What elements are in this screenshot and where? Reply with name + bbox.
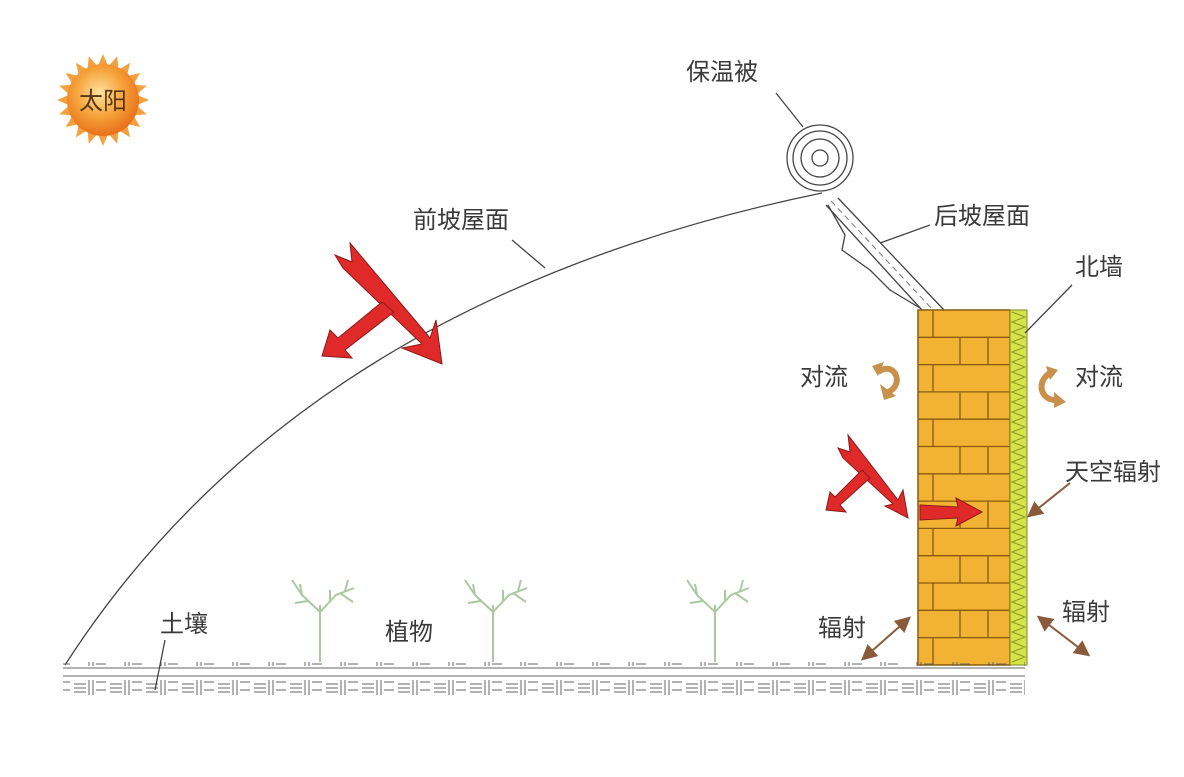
sun-ray [65,72,79,85]
sun-disc [67,64,139,136]
sun-ray [118,124,131,138]
quilt-leader [775,92,804,128]
north-wall-leader [1024,284,1073,334]
plant-icon [686,579,750,662]
convection-arrow-right-icon [1038,366,1066,408]
sun-ray [75,124,88,138]
front-roof-label: 前坡屋面 [413,206,509,234]
sun: 太阳 [57,54,149,146]
plant-icon [464,579,528,662]
sun-ray [127,72,141,85]
back-roof-leader [879,224,931,244]
soil-layer [63,662,1025,695]
plants-label: 植物 [385,618,433,646]
front-roof-curve [64,192,823,666]
radiation-right-label: 辐射 [1062,598,1110,626]
sun-ray [118,62,131,76]
convection-right-label: 对流 [1075,363,1123,391]
sun-ray [65,115,79,128]
soil-label: 土壤 [160,610,208,638]
back-roof-label: 后坡屋面 [934,202,1030,230]
sky-radiation-arrow-icon [1026,482,1071,518]
north-wall [917,309,1028,666]
sun-ray [97,54,109,67]
soil-leader [154,639,166,691]
sky-radiation-label: 天空辐射 [1065,458,1161,486]
plants [291,579,750,662]
sun-label: 太阳 [79,87,127,115]
solar-radiation-arrow-front [321,241,443,365]
radiation-right-arrow-icon [1036,615,1091,657]
convection-arrow-left-icon [872,362,900,400]
back-roof [825,197,945,311]
front-roof-leader [511,239,546,269]
radiation-left-label: 辐射 [818,614,866,642]
sun-ray [127,115,141,128]
sun-ray [136,94,149,106]
insulation-layer [1010,311,1027,663]
sun-ray [75,62,88,76]
sun-ray [57,94,70,106]
radiation-left-arrow-icon [861,616,911,661]
plant-icon [291,579,355,662]
insulation-quilt-roll [786,124,854,192]
quilt-label: 保温被 [686,58,758,86]
sun-ray [97,133,109,146]
solar-radiation-arrow-wall [825,433,984,527]
north-wall-label: 北墙 [1075,253,1123,281]
convection-left-label: 对流 [800,363,848,391]
brick-lines [918,310,1010,665]
